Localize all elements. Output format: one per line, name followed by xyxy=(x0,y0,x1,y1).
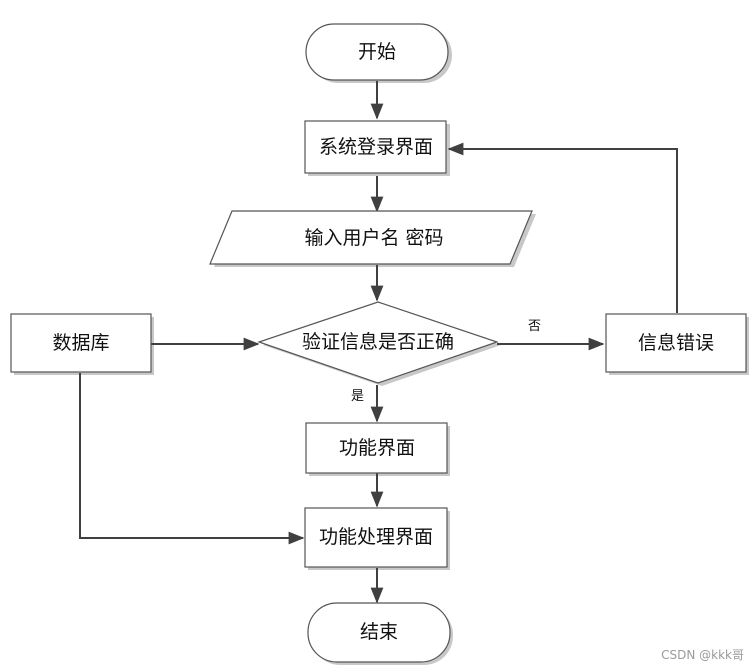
end-terminator xyxy=(307,602,451,663)
edge-label-no: 否 xyxy=(528,319,541,334)
start-terminator xyxy=(305,23,449,81)
verify-label: 验证信息是否正确 xyxy=(302,331,454,353)
login-process-box xyxy=(304,120,447,174)
start-label: 开始 xyxy=(358,41,396,63)
error-label: 信息错误 xyxy=(638,332,714,354)
watermark-text: CSDN @kkk哥 xyxy=(661,648,744,662)
input-label: 输入用户名 密码 xyxy=(304,227,443,249)
process-label: 功能处理界面 xyxy=(319,526,433,548)
function-label: 功能界面 xyxy=(339,437,415,459)
edge-error-login xyxy=(447,142,678,313)
login-label: 系统登录界面 xyxy=(319,136,433,158)
process-box xyxy=(304,507,448,568)
database-box xyxy=(10,313,152,373)
input-data-parallelogram xyxy=(209,210,533,265)
connectors xyxy=(79,81,678,604)
edge-label-yes: 是 xyxy=(351,389,364,404)
verify-decision-diamond xyxy=(257,301,499,384)
shapes xyxy=(10,23,747,663)
function-box xyxy=(305,422,448,474)
database-label: 数据库 xyxy=(52,332,109,354)
end-label: 结束 xyxy=(360,621,398,643)
edge-database-process xyxy=(79,373,305,545)
error-box xyxy=(605,313,747,373)
